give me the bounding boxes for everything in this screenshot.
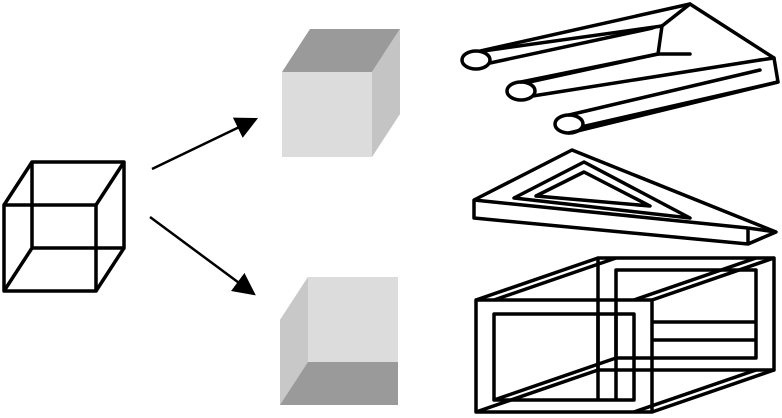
impossible-cube-icon [474, 256, 776, 414]
arrow-to-top-cube [151, 117, 259, 171]
arrow-to-bottom-cube [149, 215, 256, 296]
blivet-impossible-fork-icon [460, 2, 780, 135]
necker-cube-wireframe-icon [2, 160, 126, 293]
shaded-cube-from-above-icon [282, 29, 400, 157]
penrose-triangle-icon [472, 148, 778, 246]
shaded-cube-from-below-icon [280, 277, 398, 405]
